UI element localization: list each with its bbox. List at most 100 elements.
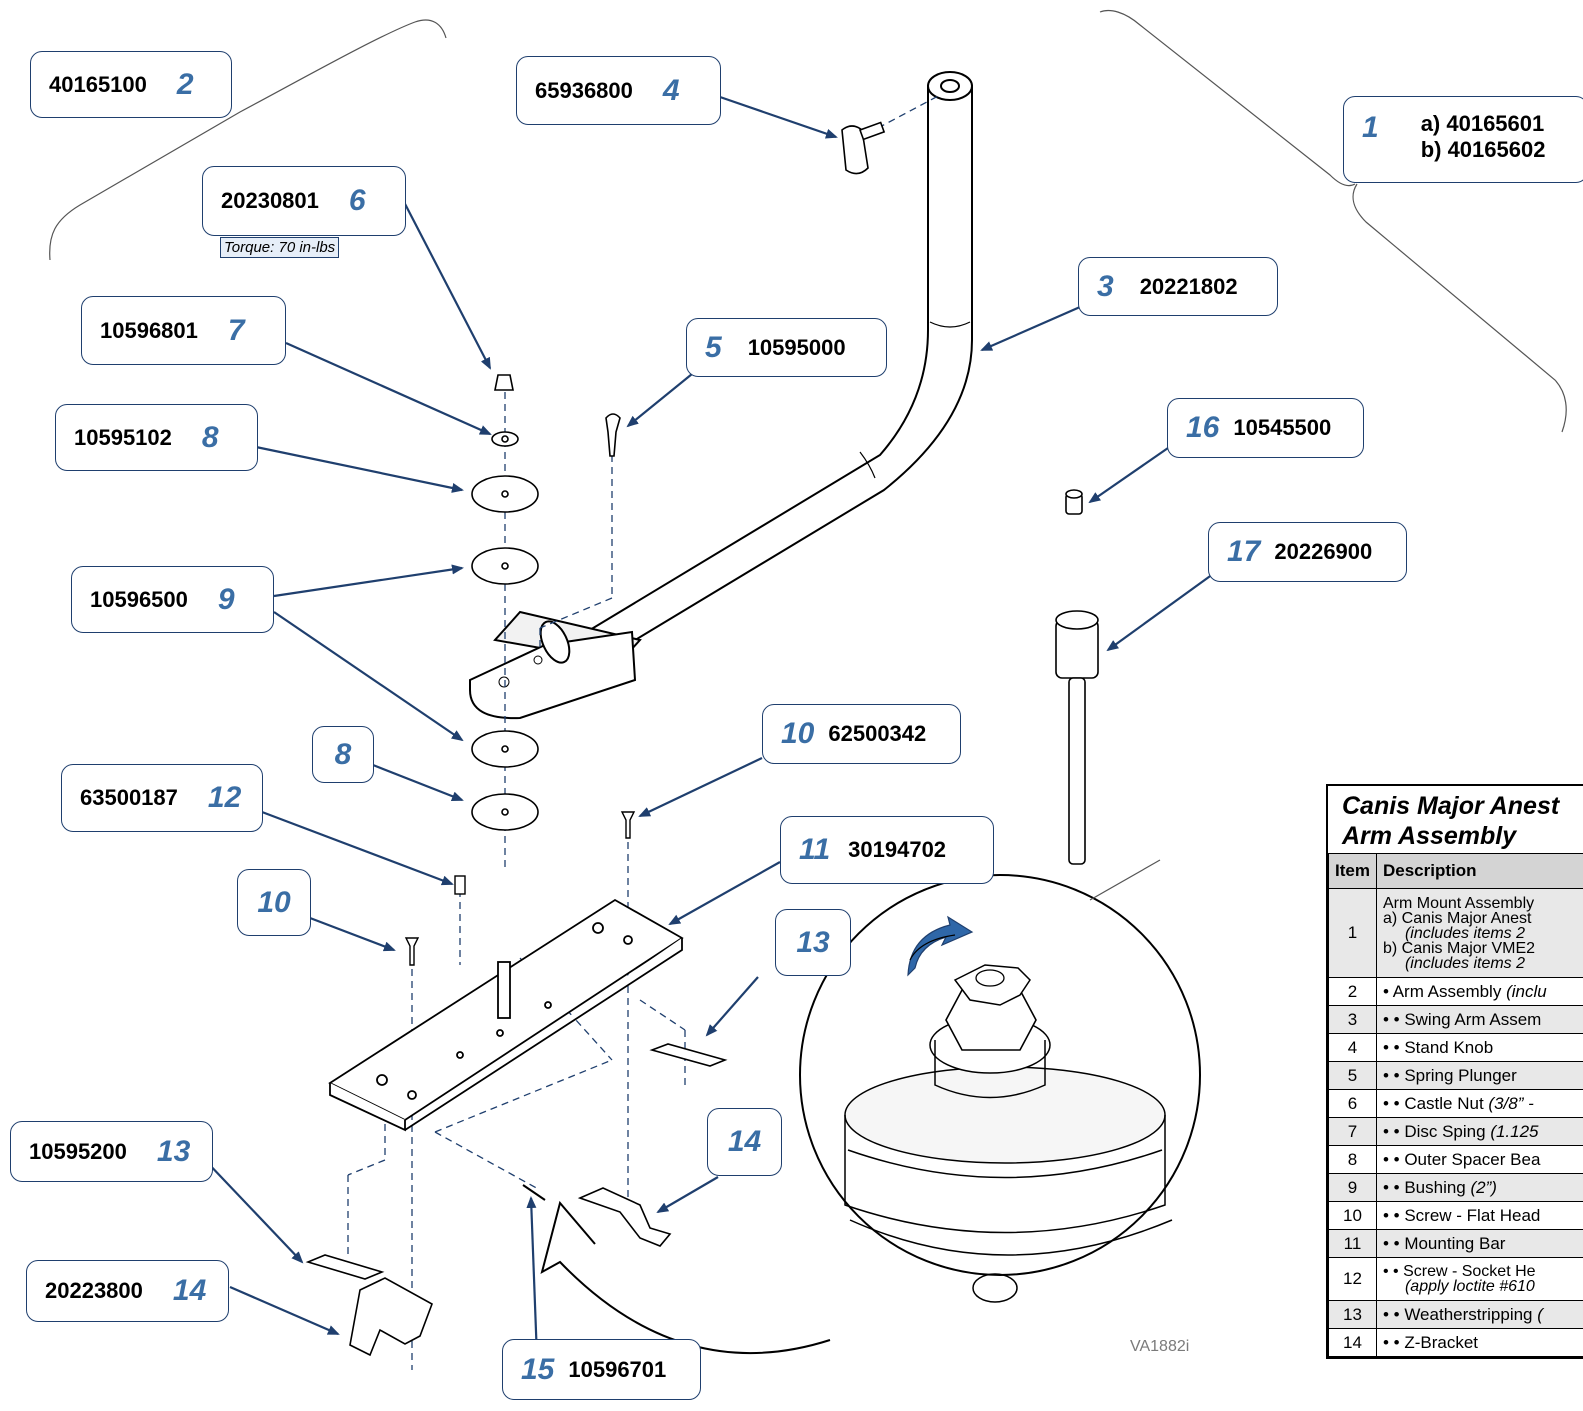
row-desc-text: • • Z-Bracket (1382, 1332, 1478, 1352)
weatherstrip-part (305, 1254, 385, 1280)
row-desc-text: • • Outer Spacer Bea (1382, 1149, 1541, 1169)
callout-item-9: 10596500 9 (71, 566, 274, 633)
row-description: • • Castle Nut (3/8” - (1375, 1089, 1583, 1118)
row-desc-line: (apply loctite #610 (1404, 1278, 1535, 1295)
callout-item-number: 16 (1186, 411, 1220, 444)
parts-table-header: Item Description (1328, 853, 1583, 889)
row-item: 4 (1328, 1033, 1377, 1062)
row-desc-text: • • Mounting Bar (1382, 1233, 1506, 1253)
row-desc-line: b) Canis Major VME2 (1382, 939, 1536, 957)
callout-item-4: 65936800 4 (516, 56, 721, 125)
callout-item-15: 15 10596701 (502, 1339, 701, 1400)
detail-magnifier (540, 859, 1201, 1355)
row-desc-line: • • Screw - Socket He (1382, 1263, 1536, 1280)
row-desc-text: • • Bushing (1382, 1177, 1471, 1197)
row-description: • • Bushing (2”) (1375, 1173, 1583, 1202)
callout-item-number: 14 (727, 1125, 762, 1158)
callout-item-number: 4 (662, 73, 680, 107)
row-item: 6 (1328, 1089, 1377, 1118)
spring-plunger-part (605, 413, 621, 457)
table-row: 8 • • Outer Spacer Bea (1328, 1145, 1583, 1174)
callout-item-number: 14 (172, 1274, 207, 1307)
torque-note: Torque: 70 in-lbs (220, 237, 340, 258)
leader-arrows (204, 95, 1214, 1359)
row-desc-line: Arm Mount Assembly (1382, 894, 1535, 912)
callout-item-number: 10 (781, 717, 815, 750)
row-description: • • Screw - Flat Head (1375, 1201, 1583, 1230)
row-description: • • Mounting Bar (1375, 1229, 1583, 1258)
callout-part-number: 10596500 (90, 586, 188, 612)
callout-item-number: 11 (799, 833, 831, 866)
row-desc-text: • • Screw - Flat Head (1382, 1205, 1541, 1225)
callout-item-13: 13 (775, 909, 851, 976)
table-row: 3 • • Swing Arm Assem (1328, 1005, 1583, 1034)
callout-item-16: 16 10545500 (1167, 398, 1364, 458)
table-row: 5 • • Spring Plunger (1328, 1061, 1583, 1090)
flat-head-screw-part-2 (620, 811, 636, 839)
row-desc-text: • • Stand Knob (1382, 1037, 1494, 1057)
callout-item-12: 63500187 12 (61, 764, 263, 832)
callout-item-5: 5 10595000 (686, 318, 887, 377)
row-description: • • Outer Spacer Bea (1375, 1145, 1583, 1174)
callout-item-3: 3 20221802 (1078, 257, 1278, 316)
parts-table-title: Canis Major Anest Arm Assembly (1328, 786, 1583, 853)
callout-part-number: 10595200 (29, 1138, 127, 1164)
row-item: 3 (1328, 1005, 1377, 1034)
callout-part-number: 65936800 (535, 77, 633, 103)
callout-item-number: 1 (1362, 111, 1379, 144)
row-description: • • Screw - Socket He (apply loctite #61… (1375, 1257, 1583, 1301)
callout-part-number: 62500342 (828, 721, 927, 746)
row-desc-italic: (2”) (1470, 1177, 1497, 1197)
row-description: • • Spring Plunger (1375, 1061, 1583, 1090)
header-item: Item (1328, 853, 1377, 889)
callout-item-number: 2 (176, 67, 194, 101)
row-description: • Arm Assembly (inclu (1375, 977, 1583, 1006)
callout-item-17: 17 20226900 (1208, 522, 1407, 582)
callout-item-number: 15 (521, 1352, 555, 1386)
z-bracket-part (577, 1187, 672, 1247)
row-desc-italic: (3/8” - (1488, 1093, 1534, 1113)
callout-part-number: 30194702 (848, 837, 947, 862)
table-row: 9 • • Bushing (2”) (1328, 1173, 1583, 1202)
callout-part-number: 20230801 (221, 188, 319, 213)
table-row: 1 Arm Mount Assembly a) Canis Major Anes… (1328, 888, 1583, 978)
row-item: 1 (1328, 888, 1377, 978)
row-item: 5 (1328, 1061, 1377, 1090)
socket-screw-part (454, 875, 466, 895)
header-description: Description (1375, 853, 1583, 889)
castle-nut-part (494, 374, 514, 391)
table-row: 11 • • Mounting Bar (1328, 1229, 1583, 1258)
row-desc-text: • • Weatherstripping (1382, 1304, 1538, 1324)
pin-part (522, 1184, 546, 1201)
callout-part-number: 63500187 (80, 785, 178, 810)
callout-part-number: 40165100 (49, 71, 147, 97)
callout-item-number: 13 (796, 925, 830, 959)
callout-part-number: 10545500 (1233, 415, 1332, 440)
table-row: 2 • Arm Assembly (inclu (1328, 977, 1583, 1006)
table-row: 13 • • Weatherstripping ( (1328, 1300, 1583, 1329)
weatherstrip-part-2 (649, 1043, 728, 1067)
table-row: 12 • • Screw - Socket He (apply loctite … (1328, 1257, 1583, 1301)
callout-part-number: 10596701 (568, 1356, 667, 1382)
callout-item-number: 10 (257, 885, 291, 919)
table-row: 14 • • Z-Bracket (1328, 1328, 1583, 1357)
drawing-code: VA1882i (1130, 1338, 1190, 1355)
callout-part-numbers: a) 40165601 b) 40165602 (1421, 111, 1546, 163)
row-desc-text: • • Spring Plunger (1382, 1065, 1517, 1085)
callout-item-10-lower: 10 (237, 869, 311, 936)
row-item: 8 (1328, 1145, 1377, 1174)
z-bracket-part-2 (349, 1277, 433, 1357)
callout-item-number: 13 (156, 1134, 191, 1168)
callout-part-number: 10595000 (747, 334, 846, 360)
table-row: 6 • • Castle Nut (3/8” - (1328, 1089, 1583, 1118)
parts-table: Canis Major Anest Arm Assembly Item Desc… (1326, 784, 1583, 1359)
callout-item-13-lower: 10595200 13 (10, 1121, 213, 1182)
callout-item-number: 7 (227, 313, 245, 347)
callout-item-number: 6 (348, 184, 366, 217)
stand-knob-part (841, 121, 886, 175)
callout-item-14: 14 (707, 1108, 782, 1176)
grouping-braces (49, 9, 1567, 433)
parts-table-title-line2: Arm Assembly (1342, 822, 1517, 850)
row-item: 7 (1328, 1117, 1377, 1146)
